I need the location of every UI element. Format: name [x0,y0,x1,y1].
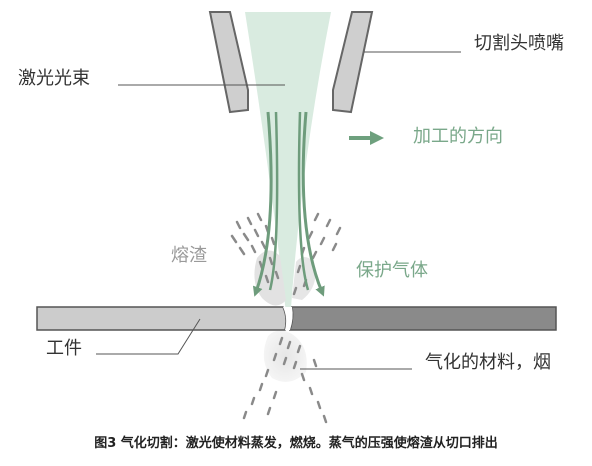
leader-lines [96,51,461,370]
gas-arrow-left-outer [252,111,273,297]
label-nozzle: 切割头喷嘴 [474,33,564,54]
label-workpiece: 工件 [46,338,82,359]
slag-particles [230,212,342,296]
label-slag: 熔渣 [171,245,207,266]
label-laser-beam: 激光光束 [18,68,90,89]
label-cut-direction: 加工的方向 [413,126,503,147]
workpiece-left [36,306,287,331]
label-vaporized-material: 气化的材料，烟 [425,352,551,373]
gas-arrow-right-outer [301,111,325,297]
laser-beam [245,12,331,322]
nozzle-left [208,11,249,114]
workpiece-right [288,306,557,331]
direction-arrow-icon [349,131,384,145]
figure-caption: 图3 气化切割：激光使材料蒸发，燃烧。蒸气的压强使熔渣从切口排出 [94,436,498,451]
label-shield-gas: 保护气体 [356,260,428,281]
slag-cloud-right [292,257,316,300]
leader-workpiece [96,318,201,355]
vapor-particles [242,336,328,424]
kerf [283,307,293,330]
gas-arrow-right-inner [297,111,310,291]
vapor-cloud [263,330,307,382]
gas-arrow-left-inner [268,111,279,291]
nozzle-right [332,11,374,114]
